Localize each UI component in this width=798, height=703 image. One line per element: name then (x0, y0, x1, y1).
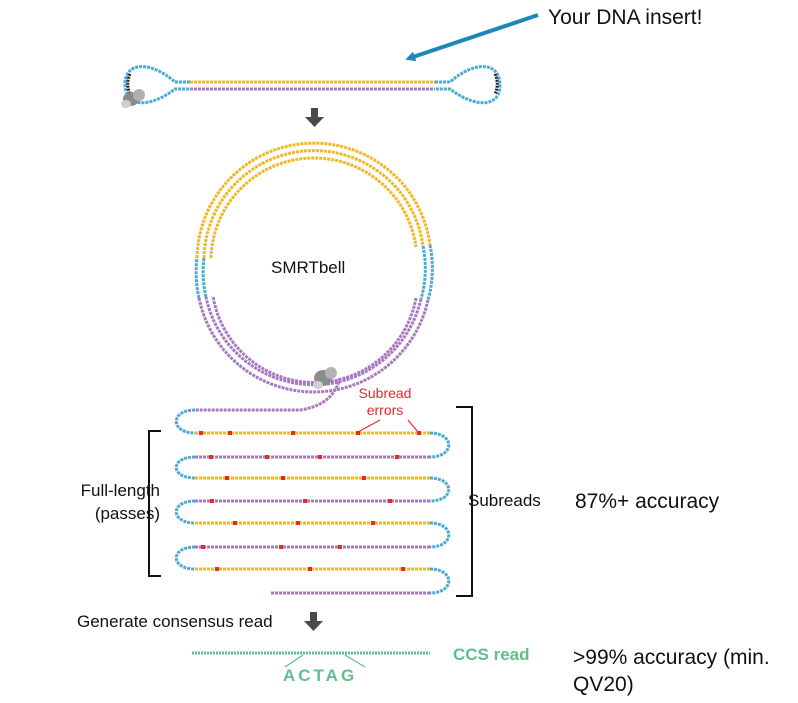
subread-accuracy-label: 87%+ accuracy (575, 490, 720, 513)
subread-errors-line1: Subread (358, 385, 412, 401)
down-arrow-icon (304, 612, 323, 631)
subread-error-marks (199, 431, 421, 571)
insert-label: Your DNA insert! (548, 6, 703, 29)
subread-serpentine (174, 377, 451, 595)
ccs-sequence-pointer (284, 654, 304, 668)
down-arrow-icon (305, 108, 324, 127)
polymerase-icon (313, 367, 337, 389)
subreads-bracket (456, 406, 473, 597)
insert-pointer-arrow (405, 13, 539, 62)
full-length-line2: (passes) (94, 504, 160, 523)
ccs-accuracy-label: >99% accuracy (min. QV20) (573, 646, 770, 696)
smrtbell-label: SMRTbell (271, 258, 346, 277)
left-hairpin-adapter (123, 65, 190, 105)
ccs-sequence-pointer (344, 654, 366, 668)
full-length-bracket (148, 430, 161, 577)
full-length-label: Full-length (passes) (60, 479, 160, 525)
error-leader-line (407, 419, 419, 433)
subread-errors-line2: errors (366, 402, 404, 418)
full-length-line1: Full-length (80, 481, 160, 500)
subread-errors-label: Subread errors (345, 385, 425, 419)
subreads-label: Subreads (468, 491, 541, 510)
linear-smrtbell (121, 65, 502, 108)
right-hairpin-adapter (435, 65, 502, 105)
circular-smrtbell (194, 141, 434, 394)
ccs-sequence-label: ACTAG (283, 666, 358, 685)
ccs-read-label: CCS read (453, 645, 530, 664)
right-primer-mark (493, 73, 499, 95)
error-leader-line (357, 419, 381, 433)
left-primer-mark (126, 73, 132, 95)
generate-consensus-label: Generate consensus read (77, 612, 273, 631)
polymerase-icon (121, 89, 145, 108)
